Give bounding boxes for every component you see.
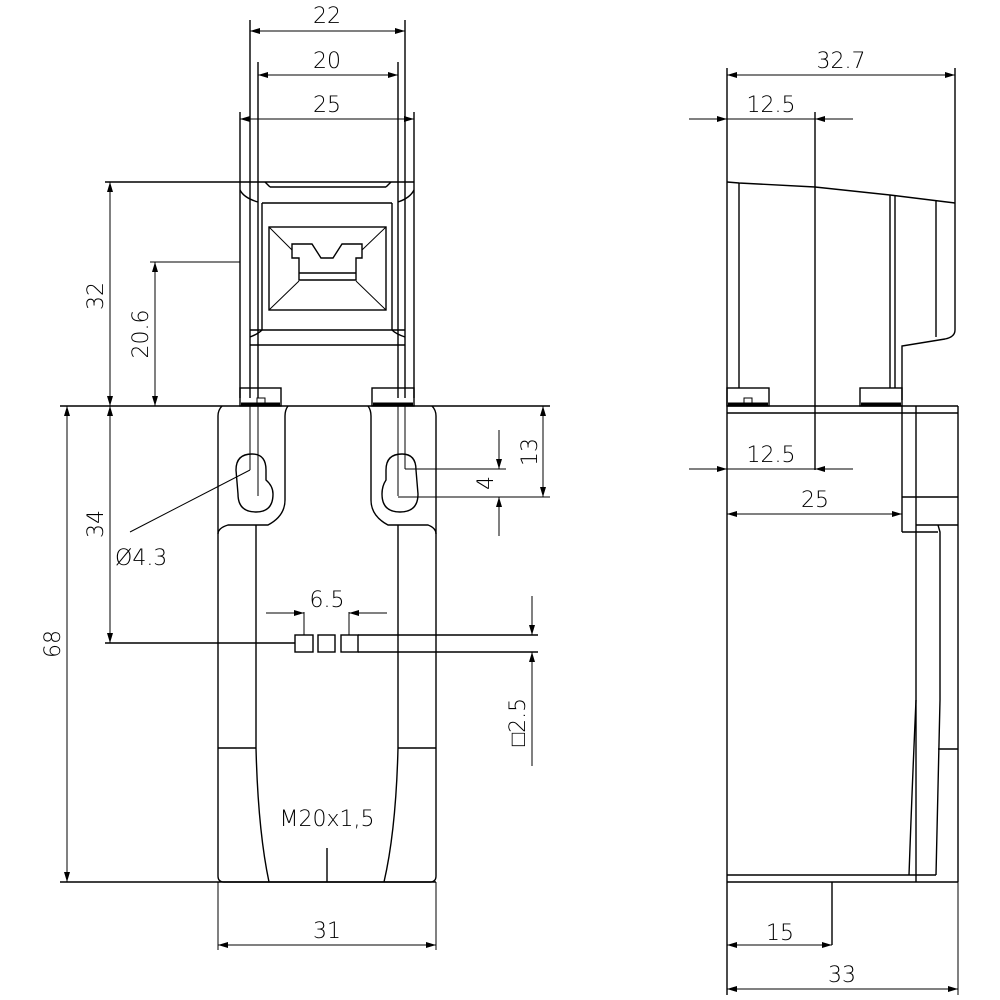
dim-32: 32 [84, 282, 109, 310]
dim-33: 33 [828, 963, 856, 988]
dim-20: 20 [313, 49, 341, 74]
side-body [727, 405, 959, 945]
dim-32-7: 32.7 [817, 49, 866, 74]
dim-68: 68 [41, 630, 66, 658]
dim-25: 25 [313, 93, 341, 118]
dim-6-5: 6.5 [310, 588, 345, 613]
dim-12-5-bottom: 12.5 [747, 443, 796, 468]
actuator-head [105, 20, 415, 407]
dim-4: 4 [474, 476, 499, 490]
dim-25-side: 25 [801, 488, 829, 513]
dim-15: 15 [766, 921, 794, 946]
front-view: 22 20 25 32 20.6 68 34 Ø4.3 4 13 [41, 4, 550, 950]
side-head [726, 68, 956, 995]
front-dimensions: 22 20 25 32 20.6 68 34 Ø4.3 4 13 [41, 4, 550, 950]
dim-hole-diameter: Ø4.3 [115, 546, 167, 571]
dim-13: 13 [518, 438, 543, 466]
dim-34: 34 [84, 510, 109, 538]
dim-22: 22 [313, 4, 341, 29]
dim-20-6: 20.6 [129, 310, 154, 359]
side-dimensions: 32.7 12.5 12.5 25 15 33 [689, 49, 959, 995]
conduit-thread-label: M20x1,5 [280, 807, 375, 832]
side-view: 32.7 12.5 12.5 25 15 33 [689, 49, 959, 995]
switch-body [60, 405, 550, 883]
dim-2-5-square: □2.5 [506, 698, 531, 746]
dim-31: 31 [313, 919, 341, 944]
dim-12-5-top: 12.5 [747, 93, 796, 118]
